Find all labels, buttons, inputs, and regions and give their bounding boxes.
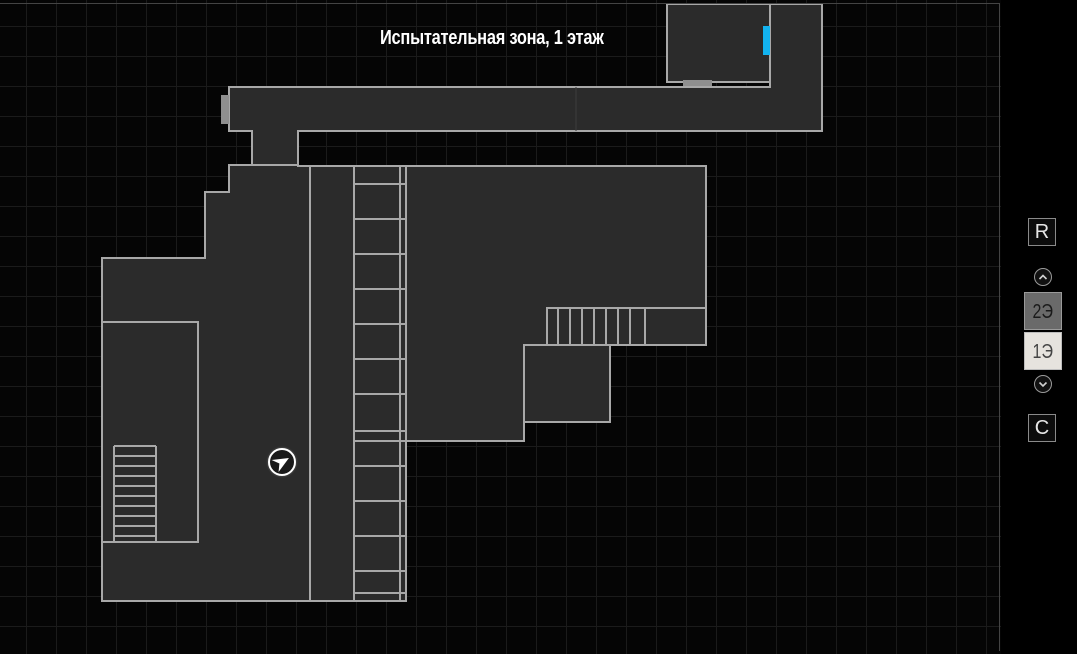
close-map-button[interactable]: C — [1028, 414, 1056, 442]
ladder-strip — [353, 165, 407, 602]
room-top-right — [666, 3, 771, 83]
floor-up-button[interactable] — [1034, 268, 1052, 286]
chevron-down-icon — [1038, 381, 1048, 388]
reset-view-button[interactable]: R — [1028, 218, 1056, 246]
chevron-up-icon — [1038, 274, 1048, 280]
floor-button-2-label: 2Э — [1032, 301, 1054, 323]
floor-down-button[interactable] — [1034, 375, 1052, 393]
stairs-west — [113, 445, 157, 542]
player-position-arrow-icon — [266, 446, 298, 478]
corridor-strip — [309, 165, 355, 602]
room-small-east — [523, 344, 611, 423]
door-corridor-west — [221, 95, 229, 124]
map-area[interactable]: Испытательная зона, 1 этаж — [0, 0, 1001, 654]
floor-selector-panel: R 2Э 1Э C — [1001, 0, 1077, 654]
floor-button-1-label: 1Э — [1032, 341, 1054, 363]
floor-button-2[interactable]: 2Э — [1024, 292, 1062, 330]
stairs-east-box — [546, 307, 707, 346]
floor-plan — [101, 3, 823, 602]
door-top-room-bottom — [683, 80, 712, 86]
map-title: Испытательная зона, 1 этаж — [380, 27, 604, 49]
ladder-rungs — [354, 166, 406, 601]
stairs-east — [557, 308, 646, 345]
floor-button-1-selected[interactable]: 1Э — [1024, 332, 1062, 370]
door-top-right-highlighted — [763, 26, 770, 55]
room-inner-west — [101, 321, 199, 543]
